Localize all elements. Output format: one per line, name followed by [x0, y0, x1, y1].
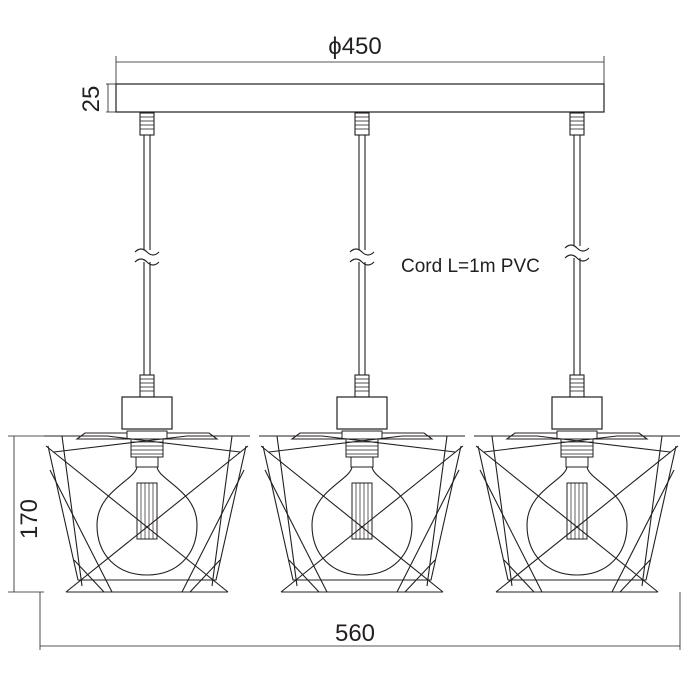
cord-connector-top: [139, 112, 155, 136]
bulb-socket: [341, 430, 383, 468]
cord-break-symbol: [134, 248, 160, 266]
shade-height-dimension: 170: [8, 435, 44, 593]
total-width-label: 560: [335, 620, 375, 647]
pendant-left: [44, 112, 250, 593]
cord: [358, 135, 366, 375]
canopy-height-dimension: 25: [78, 83, 116, 113]
total-width-dimension: 560: [39, 592, 681, 650]
bulb-filament: [351, 482, 373, 540]
cord: [573, 135, 581, 375]
cord-connector-bottom: [354, 374, 370, 398]
canopy-height-label: 25: [78, 86, 105, 113]
bulb-socket: [556, 430, 598, 468]
cord-connector-bottom: [569, 374, 585, 398]
cord-connector-bottom: [139, 374, 155, 398]
cord-connector-top: [569, 112, 585, 136]
lamp-holder-cup: [336, 396, 388, 430]
pendant-center: [259, 112, 465, 593]
light-bulb: [311, 465, 413, 576]
wire-cage-shade: [474, 435, 680, 593]
cord-break-symbol: [349, 248, 375, 266]
lamp-holder-cup: [121, 396, 173, 430]
light-bulb: [96, 465, 198, 576]
cord: [143, 135, 151, 375]
pendant-right: [474, 112, 680, 593]
cord-length-note: Cord L=1m PVC: [401, 256, 540, 277]
canopy-diameter-label: ϕ450: [328, 33, 381, 60]
bulb-filament: [566, 482, 588, 540]
ceiling-canopy: [115, 83, 605, 113]
canopy-diameter-dimension: ϕ450: [115, 33, 605, 84]
wire-cage-shade: [259, 435, 465, 593]
light-bulb: [526, 465, 628, 576]
shade-height-label: 170: [16, 499, 43, 539]
pendant-group: [44, 112, 680, 593]
wire-cage-shade: [44, 435, 250, 593]
cord-break-symbol: [564, 244, 590, 262]
bulb-filament: [136, 482, 158, 540]
cord-connector-top: [354, 112, 370, 136]
lamp-holder-cup: [551, 396, 603, 430]
bulb-socket: [126, 430, 168, 468]
